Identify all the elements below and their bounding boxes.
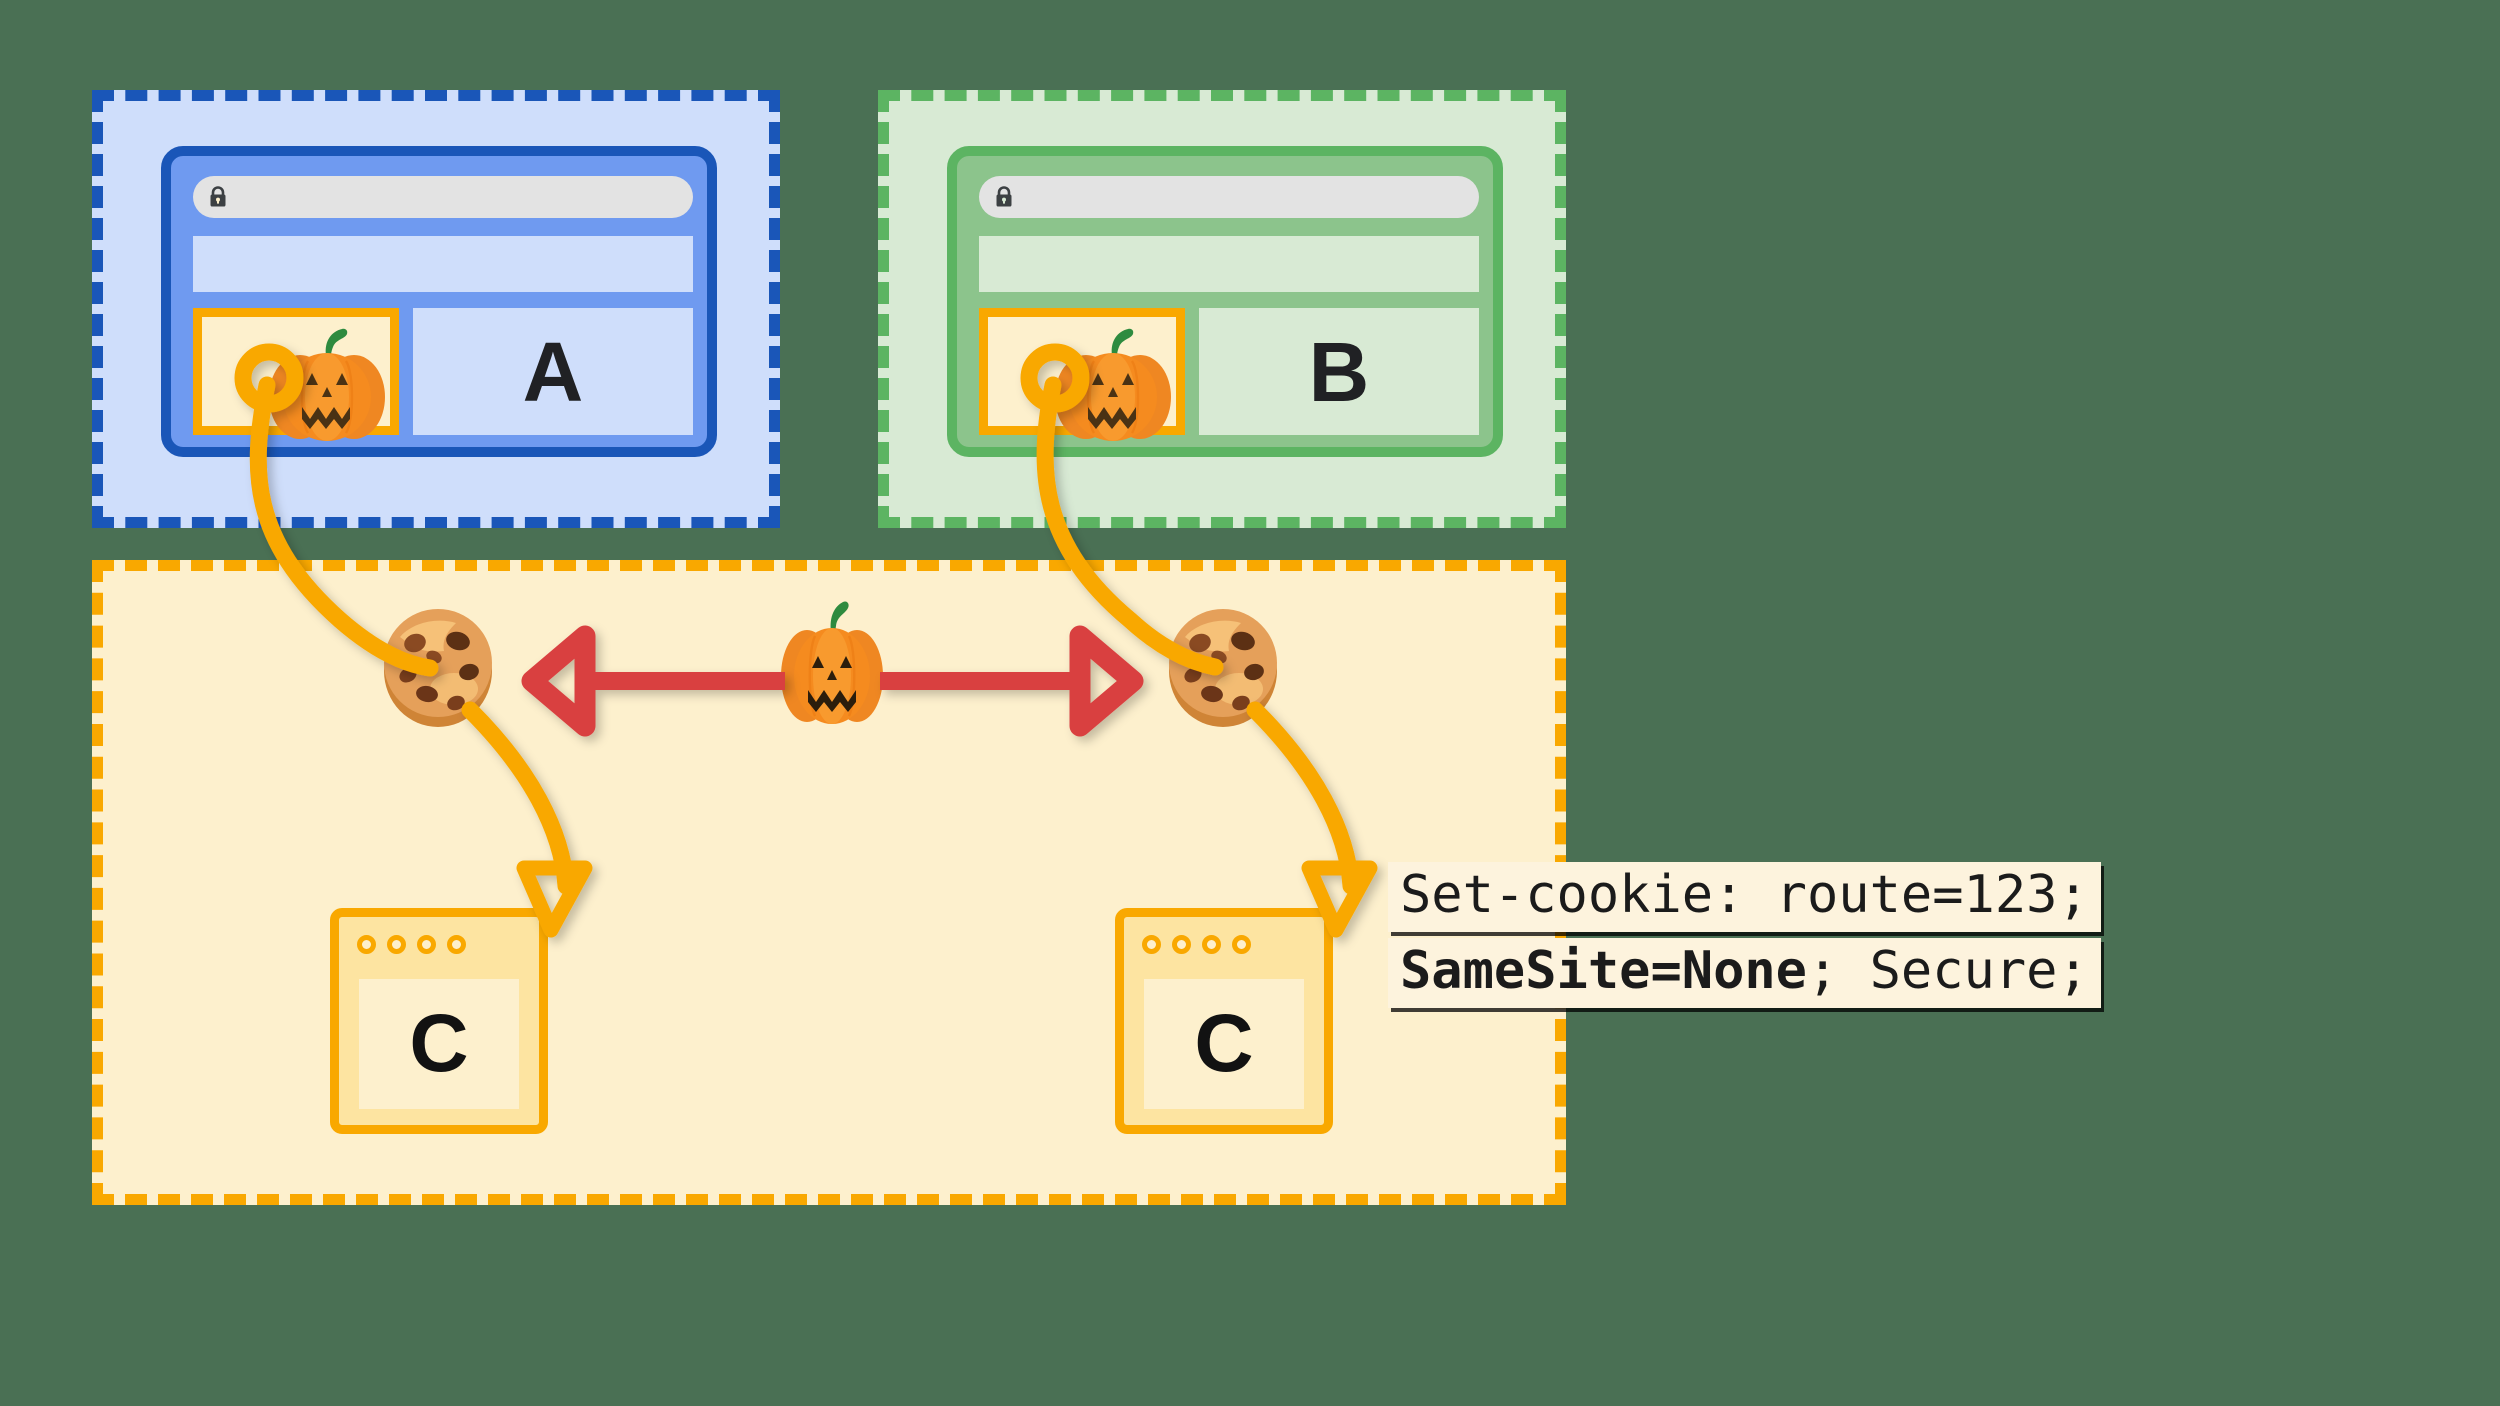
site-letter-b: B [1308,324,1370,419]
server-window-c-right: C [1115,908,1333,1134]
samesite-none-token: SameSite=None [1400,941,1807,1002]
server-letter-c: C [1194,998,1254,1089]
window-dots [357,935,466,954]
cookie-icon [384,609,492,727]
pumpkin-icon [781,601,883,724]
pumpkin-icon [1055,328,1171,441]
embedded-resource-frame-a [193,308,399,441]
set-cookie-code-label: Set-cookie: route=123; SameSite=None; Se… [1388,862,2101,1009]
content-placeholder-bar-b [979,236,1479,292]
address-bar-a[interactable] [193,176,693,218]
window-dot-icon [417,935,436,954]
site-letter-a: A [522,324,584,419]
site-label-panel-a: A [413,308,693,435]
browser-window-b: B [947,146,1503,457]
site-a-context: A [92,90,780,528]
code-line-2: SameSite=None; Secure; [1388,938,2101,1009]
window-dots [1142,935,1251,954]
address-bar-b[interactable] [979,176,1479,218]
window-dot-icon [447,935,466,954]
window-dot-icon [387,935,406,954]
lock-icon [210,186,226,207]
window-dot-icon [1172,935,1191,954]
lock-icon [996,186,1012,207]
site-label-panel-b: B [1199,308,1479,435]
page-content-b: B [979,308,1479,441]
cookie-icon [1169,609,1277,727]
window-dot-icon [1202,935,1221,954]
window-dot-icon [1232,935,1251,954]
secure-token: ; Secure; [1807,941,2089,1002]
window-dot-icon [357,935,376,954]
window-dot-icon [1142,935,1161,954]
site-b-context: B [878,90,1566,528]
server-letter-c: C [409,998,469,1089]
embedded-resource-frame-b [979,308,1185,441]
pumpkin-icon [269,328,385,441]
window-body: C [359,979,519,1109]
window-body: C [1144,979,1304,1109]
page-content-a: A [193,308,693,441]
content-placeholder-bar-a [193,236,693,292]
browser-window-a: A [161,146,717,457]
code-line-1: Set-cookie: route=123; [1388,862,2101,933]
server-window-c-left: C [330,908,548,1134]
